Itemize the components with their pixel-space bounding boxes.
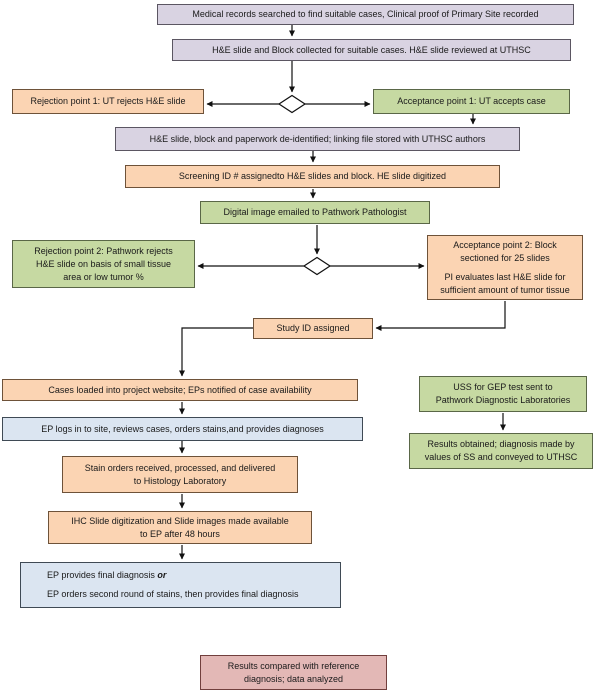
text-line: Cases loaded into project website; EPs n… — [48, 384, 312, 395]
box-uss-gep-test: USS for GEP test sent to Pathwork Diagnos… — [419, 376, 587, 412]
arrow-studyid-to-cases — [179, 327, 253, 377]
final-diagnosis-line1-text: EP provides final diagnosis — [47, 570, 158, 580]
text-line: values of SS and conveyed to UTHSC — [424, 452, 578, 462]
text-line: diagnosis; data analyzed — [243, 673, 344, 684]
text-line: Acceptance point 1: UT accepts case — [397, 96, 546, 106]
text-line: Stain orders received, processed, and de… — [84, 462, 276, 473]
text-line: USS for GEP test sent to — [453, 382, 553, 392]
box-medical-records: Medical records searched to find suitabl… — [157, 4, 574, 25]
text-line: H&E slide and Block collected for suitab… — [212, 44, 531, 55]
box-acceptance-point-1: Acceptance point 1: UT accepts case — [373, 89, 570, 114]
box-results-compared: Results compared with reference diagnosis… — [200, 655, 387, 690]
text-line: Screening ID # assignedto H&E slides and… — [178, 171, 447, 181]
decision1-diamond — [277, 94, 307, 114]
text-line: to EP after 48 hours — [140, 528, 220, 539]
box-study-id: Study ID assigned — [253, 318, 373, 339]
box-cases-loaded: Cases loaded into project website; EPs n… — [2, 379, 358, 401]
box-ihc-digitization: IHC Slide digitization and Slide images … — [48, 511, 312, 544]
box-final-diagnosis: EP provides final diagnosis or EP orders… — [20, 562, 341, 608]
decision2-diamond — [302, 256, 332, 276]
text-line: Acceptance point 2: Block — [453, 239, 557, 250]
text-line: Pathwork Diagnostic Laboratories — [435, 395, 571, 405]
final-diagnosis-line2: EP orders second round of stains, then p… — [47, 589, 299, 599]
text-line: IHC Slide digitization and Slide images … — [71, 515, 289, 526]
final-diagnosis-or-emphasis: or — [157, 570, 167, 580]
text-line: H&E slide, block and paperwork de-identi… — [149, 133, 486, 144]
acceptance-point-2-para2: PI evaluates last H&E slide for sufficien… — [440, 271, 569, 297]
text-line: H&E slide on basis of small tissue — [35, 258, 172, 269]
text-line: Results compared with reference — [227, 660, 360, 671]
box-rejection-point-1: Rejection point 1: UT rejects H&E slide — [12, 89, 204, 114]
text-line: PI evaluates last H&E slide for — [444, 271, 566, 282]
box-screening-id: Screening ID # assignedto H&E slides and… — [125, 165, 500, 188]
box-digital-image: Digital image emailed to Pathwork Pathol… — [200, 201, 430, 224]
box-results-obtained: Results obtained; diagnosis made by value… — [409, 433, 593, 469]
acceptance-point-2-para1: Acceptance point 2: Block sectioned for 2… — [453, 239, 557, 265]
arrow-acceptance2-to-studyid — [375, 301, 506, 331]
text-line: to Histology Laboratory — [133, 475, 227, 486]
text-line: EP logs in to site, reviews cases, order… — [41, 423, 324, 434]
box-acceptance-point-2: Acceptance point 2: Block sectioned for 2… — [427, 235, 583, 300]
box-stain-orders: Stain orders received, processed, and de… — [62, 456, 298, 493]
text-line: Rejection point 2: Pathwork rejects — [34, 245, 173, 256]
text-line: Results obtained; diagnosis made by — [427, 439, 575, 449]
text-line: Medical records searched to find suitabl… — [192, 9, 539, 19]
text-line: Study ID assigned — [276, 323, 350, 333]
text-line: Rejection point 1: UT rejects H&E slide — [30, 96, 186, 106]
final-diagnosis-line1: EP provides final diagnosis or — [47, 569, 166, 582]
box-deidentified: H&E slide, block and paperwork de-identi… — [115, 127, 520, 151]
text-line: Digital image emailed to Pathwork Pathol… — [223, 207, 407, 217]
text-line: sufficient amount of tumor tissue — [440, 284, 570, 295]
box-he-slide-collected: H&E slide and Block collected for suitab… — [172, 39, 571, 61]
text-line: sectioned for 25 slides — [460, 252, 550, 263]
text-line: area or low tumor % — [63, 271, 144, 282]
box-ep-logs-in: EP logs in to site, reviews cases, order… — [2, 417, 363, 441]
